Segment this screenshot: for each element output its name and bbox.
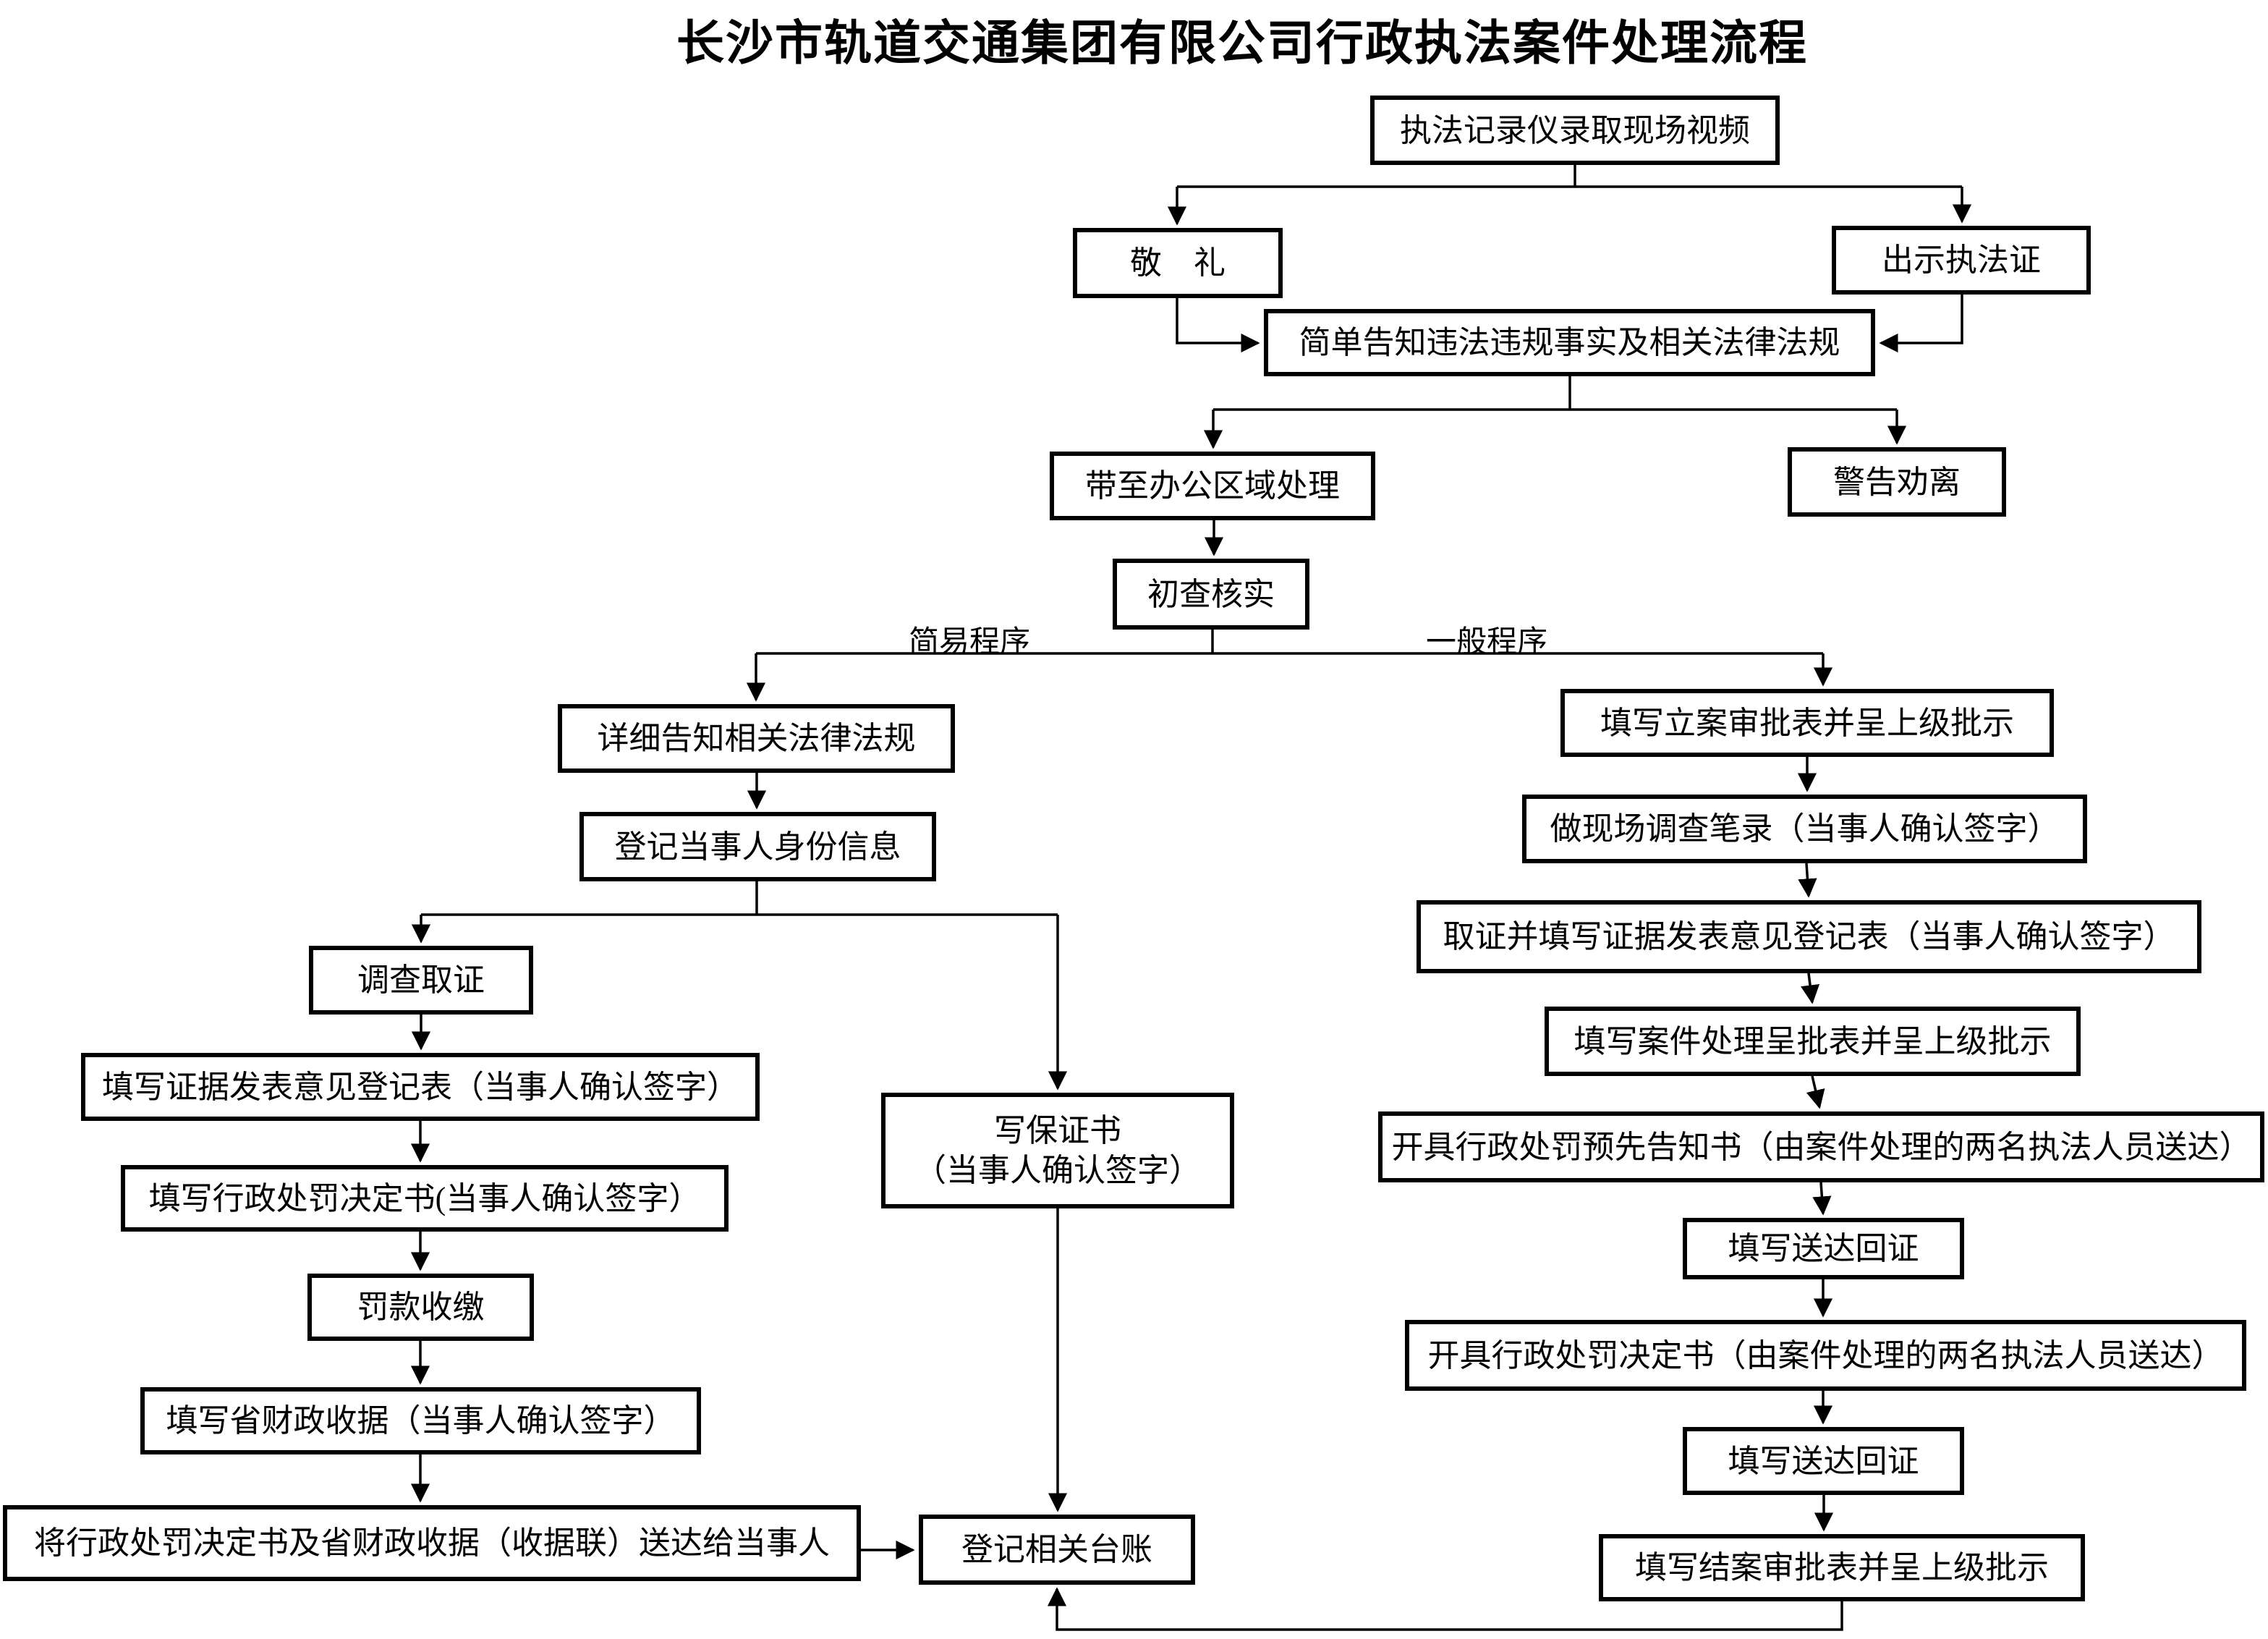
branch-label-general: 一般程序 (1426, 626, 1548, 659)
node-ledger: 登记相关台账 (919, 1515, 1195, 1585)
node-guarantee-line1: 写保证书 (994, 1113, 1121, 1148)
node-brief-inform: 简单告知违法违规事实及相关法律法规 (1264, 309, 1875, 376)
node-evidence-form-simple: 填写证据发表意见登记表（当事人确认签字） (81, 1053, 760, 1121)
node-case-filing: 填写立案审批表并呈上级批示 (1560, 689, 2054, 757)
node-penalty-decision-general: 开具行政处罚决定书（由案件处理的两名执法人员送达） (1405, 1320, 2246, 1391)
node-delivery-receipt-2: 填写送达回证 (1683, 1427, 1964, 1495)
node-guarantee: 写保证书 （当事人确认签字） (881, 1093, 1234, 1208)
node-warn-leave: 警告劝离 (1788, 447, 2006, 517)
node-bring-to-office: 带至办公区域处理 (1050, 452, 1375, 520)
node-fiscal-receipt: 填写省财政收据（当事人确认签字） (140, 1387, 701, 1454)
node-fine-collection: 罚款收缴 (307, 1274, 534, 1341)
node-register-identity: 登记当事人身份信息 (579, 812, 936, 881)
node-record-video: 执法记录仪录取现场视频 (1370, 96, 1780, 165)
node-site-record: 做现场调查笔录（当事人确认签字） (1522, 795, 2087, 863)
node-case-closing: 填写结案审批表并呈上级批示 (1599, 1534, 2085, 1601)
node-detail-inform: 详细告知相关法律法规 (558, 704, 955, 773)
page-title: 长沙市轨道交通集团有限公司行政执法案件处理流程 (676, 15, 1808, 71)
node-advance-notice: 开具行政处罚预先告知书（由案件处理的两名执法人员送达） (1378, 1111, 2264, 1182)
branch-label-simple: 简易程序 (909, 626, 1031, 659)
node-show-certificate: 出示执法证 (1832, 226, 2091, 295)
node-investigate: 调查取证 (309, 946, 533, 1015)
node-guarantee-line2: （当事人确认签字） (914, 1153, 1201, 1188)
node-initial-verify: 初查核实 (1113, 559, 1309, 630)
node-salute: 敬 礼 (1073, 228, 1283, 298)
node-case-processing: 填写案件处理呈批表并呈上级批示 (1545, 1007, 2081, 1076)
node-deliver-documents: 将行政处罚决定书及省财政收据（收据联）送达给当事人 (3, 1505, 861, 1581)
node-evidence-form-general: 取证并填写证据发表意见登记表（当事人确认签字） (1417, 900, 2201, 973)
node-delivery-receipt-1: 填写送达回证 (1683, 1218, 1964, 1279)
node-penalty-decision-simple: 填写行政处罚决定书(当事人确认签字） (121, 1165, 729, 1232)
